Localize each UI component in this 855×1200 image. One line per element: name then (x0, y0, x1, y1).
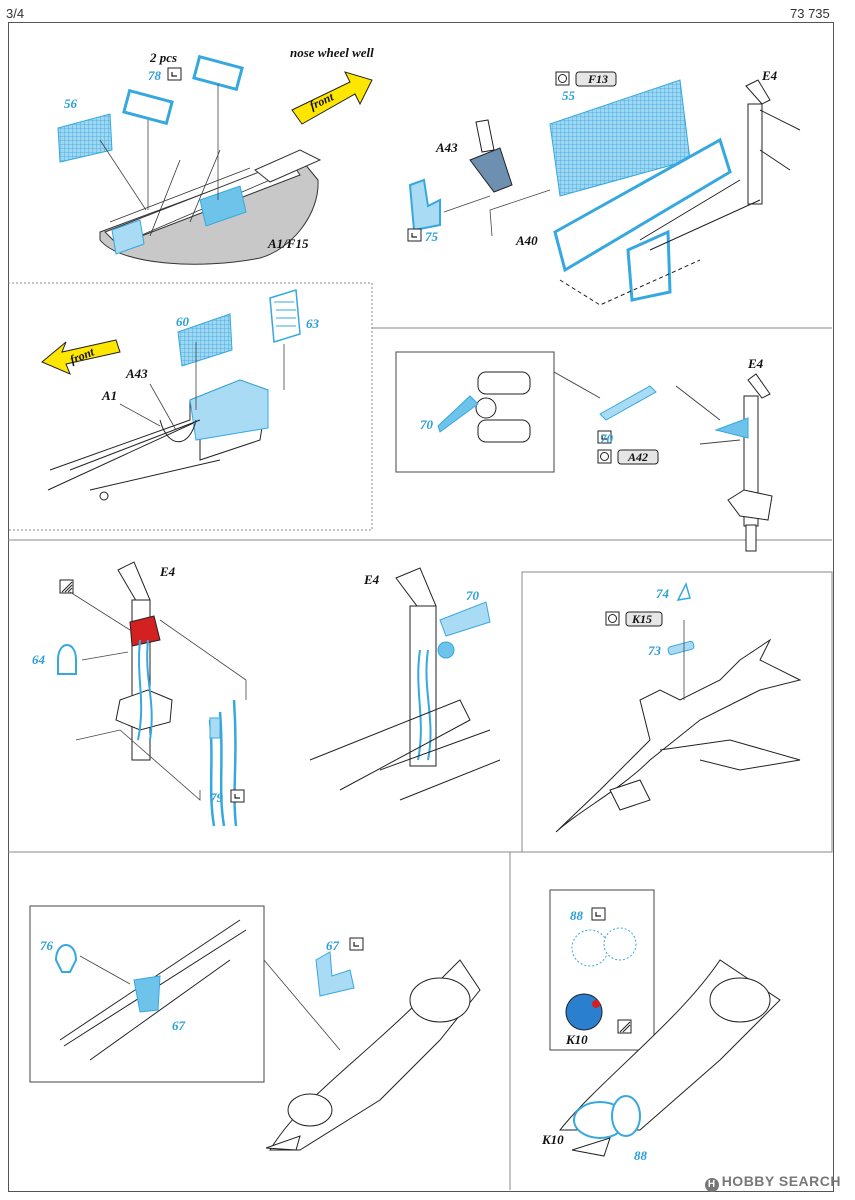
part-88-ring (571, 929, 609, 967)
panel-floor: front 60 63 A43 A1 (41, 289, 320, 501)
ref-a40: A40 (515, 233, 538, 248)
part-a43 (469, 147, 513, 193)
part-70-installed (437, 395, 479, 433)
part-78-label: 78 (148, 68, 162, 83)
ref-a42: A42 (627, 450, 648, 464)
part-74-etch (676, 581, 691, 601)
part-74-label: 74 (656, 586, 670, 601)
part-88a-label: 88 (570, 908, 584, 923)
panel-strut-wiring: E4 64 79 (32, 561, 247, 827)
product-code: 73 735 (790, 6, 830, 21)
part-76-label: 76 (40, 938, 54, 953)
part-70-etch (599, 385, 657, 421)
part-63-label: 63 (306, 316, 320, 331)
ref-f13: F13 (587, 72, 608, 86)
part-56-etch (57, 113, 113, 163)
part-64-etch (57, 644, 77, 675)
ref-k10b: K10 (541, 1132, 564, 1147)
title-nose-wheel-well: nose wheel well (290, 45, 374, 60)
part-67-etch (315, 951, 355, 997)
ref-e4-wheels: E4 (747, 356, 764, 371)
qty-2pcs: 2 pcs (149, 50, 177, 65)
panel-strut-installed: E4 70 (309, 567, 501, 801)
wheel-inset (395, 351, 555, 473)
front-arrow-icon: front (291, 71, 373, 125)
red-part (129, 615, 161, 647)
ref-a1-f15: A1/F15 (267, 236, 309, 251)
part-88b-label: 88 (634, 1148, 648, 1163)
installed-etch (199, 185, 247, 227)
part-63-etch (269, 289, 301, 343)
panel-k10: 88 K10 K10 88 (541, 889, 781, 1163)
ref-e4-wiring: E4 (159, 564, 176, 579)
part-78-plate (122, 88, 174, 126)
sheet-frame (8, 22, 834, 1192)
strut-e4-4 (409, 605, 437, 767)
part-60-etch (177, 313, 233, 367)
part-60-label: 60 (176, 314, 190, 329)
ref-e4-installed: E4 (363, 572, 380, 587)
part-55-label: 55 (562, 88, 576, 103)
ref-a43-floor: A43 (125, 366, 148, 381)
installed-panel-60-63 (189, 379, 269, 441)
part-67b-label: 67 (326, 938, 340, 953)
panel-bay-wall: F13 55 E4 A40 A43 75 (407, 68, 801, 306)
part-75-label: 75 (425, 229, 439, 244)
bay-wall-a40 (553, 137, 732, 273)
part-73-label: 73 (648, 643, 662, 658)
ref-a1: A1 (101, 388, 117, 403)
part-76-etch (54, 944, 78, 973)
bend-box-icon (167, 67, 182, 81)
ref-k10a: K10 (565, 1032, 588, 1047)
strut-e4 (747, 103, 763, 205)
wheel-top (477, 371, 531, 395)
part-70-label: 70 (466, 588, 480, 603)
panel-dividers (8, 282, 833, 1190)
panel-nose-wheel-well: nose wheel well 2 pcs 78 front 56 A1/F15 (57, 45, 374, 265)
part-67a-label: 67 (172, 1018, 186, 1033)
watermark-text: HOBBY SEARCH (721, 1173, 841, 1189)
wheel-bottom (477, 419, 531, 443)
part-56-label: 56 (64, 96, 78, 111)
panel-wheels: 70 70 A42 E4 (395, 351, 773, 552)
ref-e4: E4 (761, 68, 778, 83)
part-70b-label: 70 (600, 431, 614, 446)
hobby-search-logo-icon: H (704, 1178, 719, 1192)
part-75-etch (408, 178, 441, 232)
part-70-installed-2 (439, 601, 491, 637)
part-67-installed (133, 975, 161, 1013)
part-78-plate-2 (192, 54, 244, 92)
part-73-etch (667, 640, 695, 656)
resin-ref-icon (555, 71, 570, 86)
page-number: 3/4 (6, 6, 25, 21)
panel-aircraft-top: 74 K15 73 (555, 581, 802, 833)
ref-a43: A43 (435, 140, 458, 155)
front-arrow-icon-2: front (41, 339, 121, 375)
aircraft-silhouette (555, 638, 802, 833)
k10-dome (565, 993, 603, 1031)
panel-canopy: 76 67 67 (29, 905, 481, 1151)
part-64-label: 64 (32, 652, 46, 667)
ref-k15: K15 (631, 612, 652, 626)
part-79-label: 79 (210, 790, 224, 805)
ref-box-f13 (575, 71, 617, 87)
part-70a-label: 70 (420, 417, 434, 432)
